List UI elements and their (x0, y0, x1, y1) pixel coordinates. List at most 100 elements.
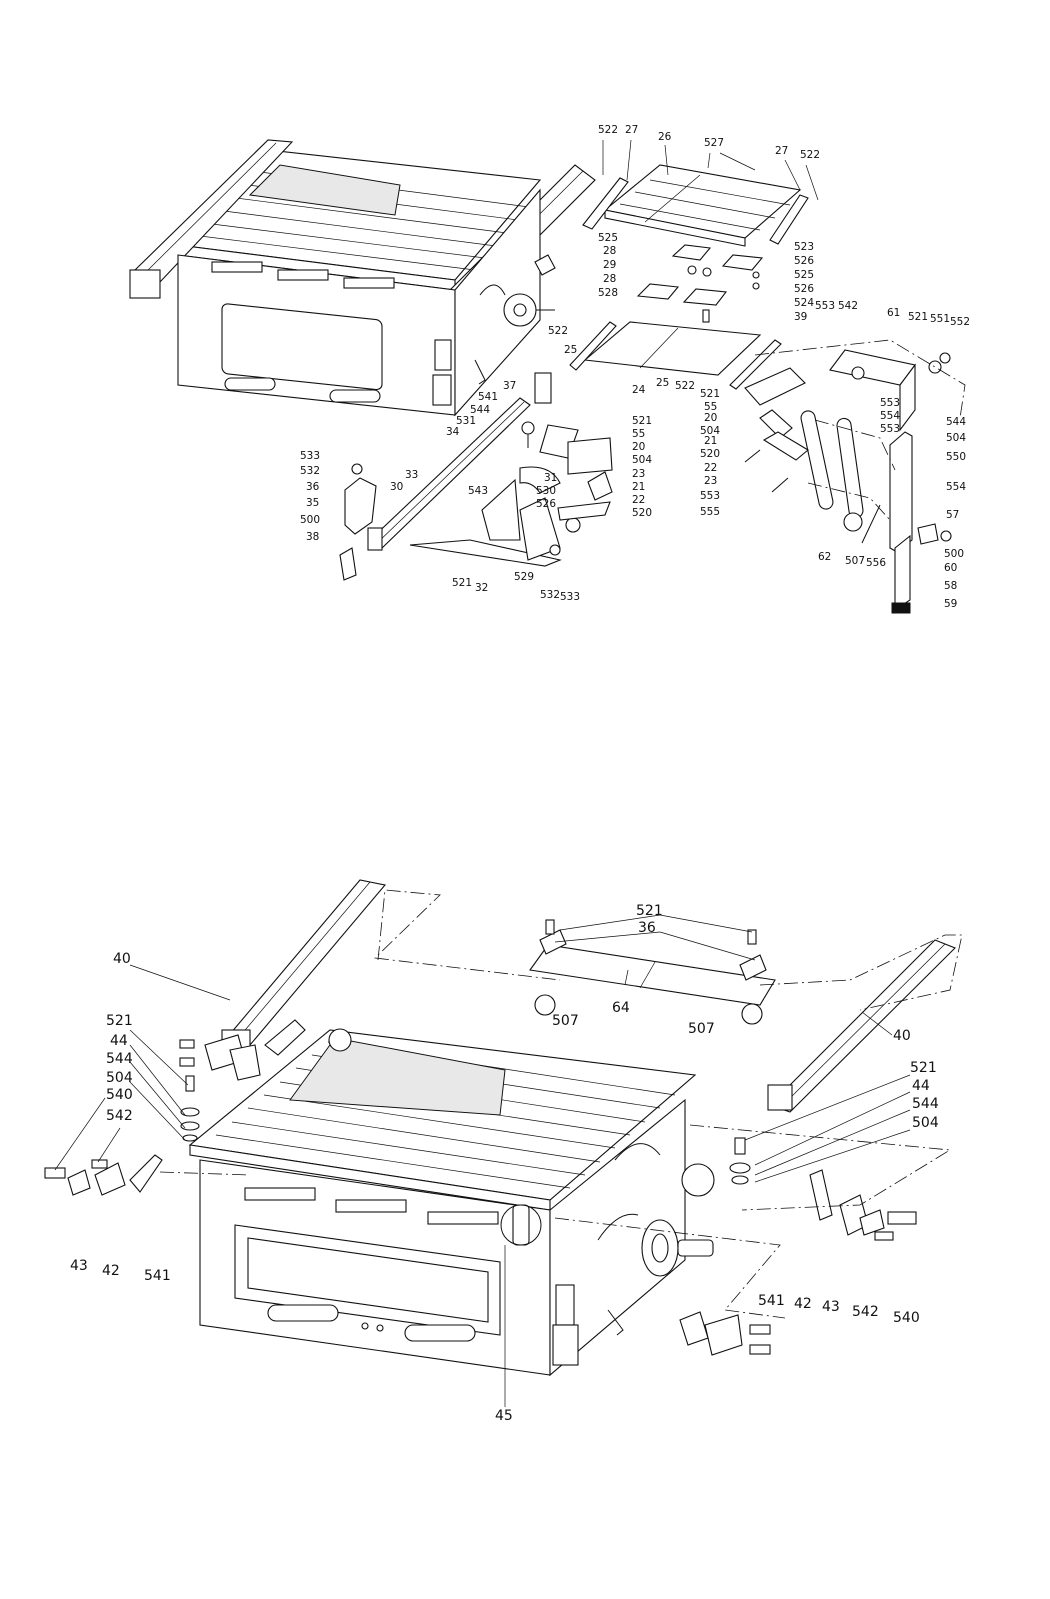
part-callout-555: 555 (700, 506, 720, 518)
part-callout-32: 32 (475, 582, 488, 594)
part-callout-550: 550 (946, 451, 966, 463)
part-callout-504: 504 (912, 1115, 939, 1131)
part-callout-556: 556 (866, 557, 886, 569)
part-callout-525: 525 (794, 269, 814, 281)
part-callout-30: 30 (390, 481, 403, 493)
top-saw-assembly (129, 139, 596, 417)
part-callout-34: 34 (446, 426, 460, 438)
part-callout-27: 27 (775, 145, 788, 157)
part-callout-23: 23 (704, 475, 717, 487)
part-callout-24: 24 (632, 384, 646, 396)
part-callout-540: 540 (106, 1087, 133, 1103)
part-callout-44: 44 (110, 1033, 128, 1049)
part-callout-529: 529 (514, 571, 534, 583)
part-callout-35: 35 (306, 497, 319, 509)
part-callout-504: 504 (946, 432, 966, 444)
part-callout-21: 21 (704, 435, 717, 447)
part-callout-521: 521 (636, 903, 663, 919)
part-callout-23: 23 (632, 468, 645, 480)
part-callout-507: 507 (845, 555, 865, 567)
part-callout-507: 507 (688, 1021, 715, 1037)
part-callout-526: 526 (794, 283, 814, 295)
part-callout-544: 544 (470, 404, 490, 416)
part-callout-553: 553 (700, 490, 720, 502)
part-callout-36: 36 (638, 920, 656, 936)
part-callout-25: 25 (656, 377, 669, 389)
part-callout-521: 521 (106, 1013, 133, 1029)
part-callout-500: 500 (944, 548, 964, 560)
part-callout-533: 533 (560, 591, 580, 603)
part-callout-544: 544 (912, 1096, 939, 1112)
part-callout-22: 22 (632, 494, 645, 506)
cover-plate-24 (569, 321, 782, 390)
part-callout-541: 541 (144, 1268, 171, 1284)
part-callout-60: 60 (944, 562, 957, 574)
part-callout-20: 20 (632, 441, 645, 453)
part-callout-61: 61 (887, 307, 900, 319)
part-callout-42: 42 (102, 1263, 120, 1279)
part-callout-532: 532 (300, 465, 320, 477)
part-callout-43: 43 (822, 1299, 840, 1315)
part-callout-25: 25 (564, 344, 577, 356)
leader-lines (54, 139, 911, 1407)
part-callout-55: 55 (632, 428, 645, 440)
part-callout-524: 524 (794, 297, 814, 309)
part-callout-45: 45 (495, 1408, 513, 1424)
bottom-saw-assembly (188, 1028, 715, 1377)
right-bracket-parts (679, 1137, 917, 1356)
part-callout-57: 57 (946, 509, 959, 521)
extension-table-26 (582, 164, 809, 247)
part-callout-522: 522 (548, 325, 568, 337)
part-callout-525: 525 (598, 232, 618, 244)
part-callout-532: 532 (540, 589, 560, 601)
part-callout-521: 521 (700, 388, 720, 400)
part-callout-64: 64 (612, 1000, 630, 1016)
clamp-parts-28 (636, 244, 764, 323)
assembly-lines-bottom (159, 889, 963, 1319)
part-callout-39: 39 (794, 311, 807, 323)
part-callout-544: 544 (946, 416, 966, 428)
part-callout-526: 526 (536, 498, 556, 510)
part-callout-55: 55 (704, 401, 717, 413)
part-callout-43: 43 (70, 1258, 88, 1274)
part-callout-553: 553 (815, 300, 835, 312)
part-callout-59: 59 (944, 598, 957, 610)
part-callout-33: 33 (405, 469, 418, 481)
part-callout-540: 540 (893, 1310, 920, 1326)
part-callout-29: 29 (603, 259, 616, 271)
part-callout-542: 542 (838, 300, 858, 312)
part-callout-554: 554 (946, 481, 966, 493)
part-callout-522: 522 (598, 124, 618, 136)
part-callout-543: 543 (468, 485, 488, 497)
part-callout-522: 522 (675, 380, 695, 392)
part-callout-521: 521 (910, 1060, 937, 1076)
part-callout-500: 500 (300, 514, 320, 526)
part-callout-533: 533 (300, 450, 320, 462)
part-callout-520: 520 (700, 448, 720, 460)
part-callout-504: 504 (700, 425, 720, 437)
part-callout-542: 542 (106, 1108, 133, 1124)
cover-plate-64 (529, 919, 776, 1025)
part-callout-520: 520 (632, 507, 652, 519)
part-callout-541: 541 (478, 391, 498, 403)
part-callout-526: 526 (794, 255, 814, 267)
part-callout-62: 62 (818, 551, 831, 563)
part-callout-523: 523 (794, 241, 814, 253)
bracket-assembly-61 (744, 349, 952, 614)
part-callout-27: 27 (625, 124, 638, 136)
part-callout-530: 530 (536, 485, 556, 497)
part-callout-551: 551 (930, 313, 950, 325)
part-callout-44: 44 (912, 1078, 930, 1094)
part-callout-504: 504 (632, 454, 652, 466)
part-callout-544: 544 (106, 1051, 133, 1067)
part-callout-522: 522 (800, 149, 820, 161)
part-callout-22: 22 (704, 462, 717, 474)
part-callout-40: 40 (113, 951, 131, 967)
part-callout-553: 553 (880, 423, 900, 435)
part-callout-504: 504 (106, 1070, 133, 1086)
part-callout-541: 541 (758, 1293, 785, 1309)
part-callout-37: 37 (503, 380, 516, 392)
part-callout-28: 28 (603, 273, 616, 285)
